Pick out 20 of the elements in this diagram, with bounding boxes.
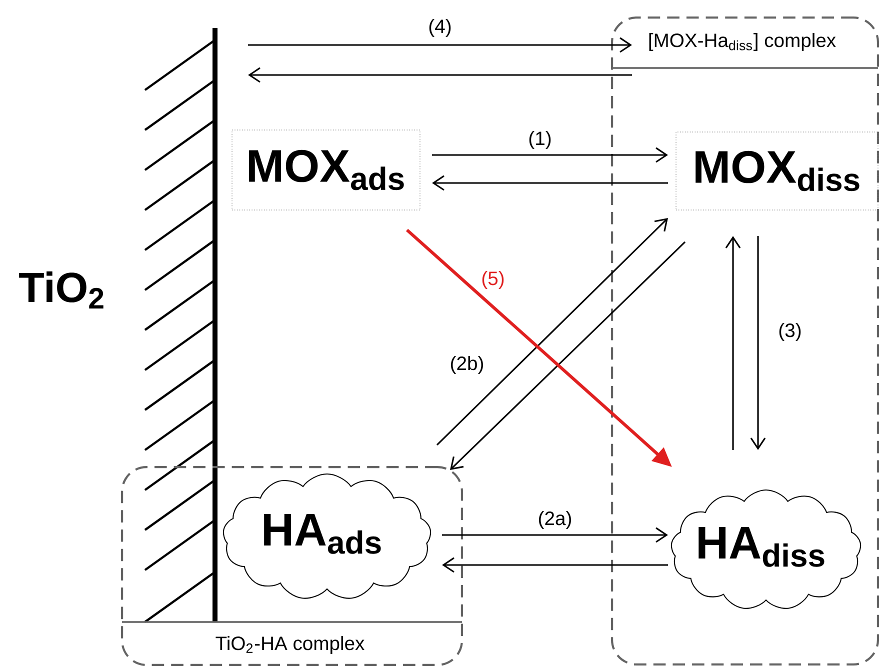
edge-label: (3)	[776, 321, 804, 343]
edge-label: (2a)	[536, 509, 574, 531]
arrow	[442, 527, 668, 543]
species-box: MOX$_{diss}$	[676, 132, 878, 210]
edge-label: (2b)	[448, 354, 486, 376]
edge-label: (4)	[426, 17, 454, 39]
species-box: MOX$_{ads}$	[232, 130, 420, 210]
material-label: TiO$_{2}$	[19, 271, 104, 309]
arrow	[442, 557, 668, 573]
arrow	[432, 175, 668, 191]
edge-label: (1)	[526, 129, 554, 151]
edge-label: (5)	[479, 269, 507, 291]
arrow	[750, 236, 766, 450]
arrow	[432, 147, 668, 163]
arrow	[248, 37, 632, 53]
arrow	[725, 236, 741, 450]
arrow	[248, 67, 632, 83]
arrow	[436, 218, 668, 446]
surface-wall	[212, 28, 218, 622]
arrow	[450, 241, 686, 470]
